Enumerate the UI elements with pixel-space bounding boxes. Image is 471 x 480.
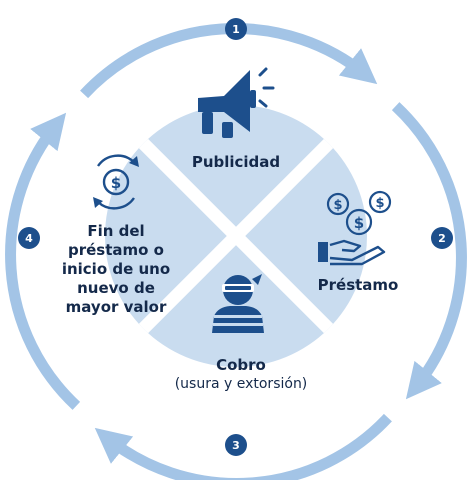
money-hand-icon: $ $ $ [318, 190, 392, 266]
step-1-label: Publicidad [191, 153, 281, 171]
step-3-sublabel: (usura y extorsión) [174, 376, 308, 392]
ring-arrow-4 [5, 112, 81, 410]
step-3-label-group: Cobro (usura y extorsión) [156, 356, 326, 393]
megaphone-icon [198, 67, 275, 138]
ring-arrow-1 [80, 23, 378, 99]
step-number-4: 4 [25, 232, 33, 245]
step-number-3: 3 [232, 439, 240, 452]
step-badge-1: 1 [225, 18, 247, 40]
svg-text:$: $ [333, 198, 342, 213]
svg-text:$: $ [375, 196, 384, 211]
step-number-1: 1 [232, 23, 240, 36]
step-badge-4: 4 [18, 227, 40, 249]
step-badge-3: 3 [225, 434, 247, 456]
dollar-cycle-icon: $ [93, 154, 139, 210]
svg-text:$: $ [111, 174, 121, 192]
step-2-label: Préstamo [317, 276, 399, 294]
ring-arrow-2 [391, 102, 467, 400]
cycle-ring [5, 23, 467, 480]
robber-icon [212, 274, 264, 333]
step-4-label: Fin del préstamo o inicio de uno nuevo d… [61, 222, 171, 316]
ring-arrow-3 [94, 413, 392, 480]
svg-text:$: $ [354, 214, 364, 232]
step-3-label: Cobro [216, 356, 266, 374]
step-number-2: 2 [438, 232, 446, 245]
step-badge-2: 2 [431, 227, 453, 249]
